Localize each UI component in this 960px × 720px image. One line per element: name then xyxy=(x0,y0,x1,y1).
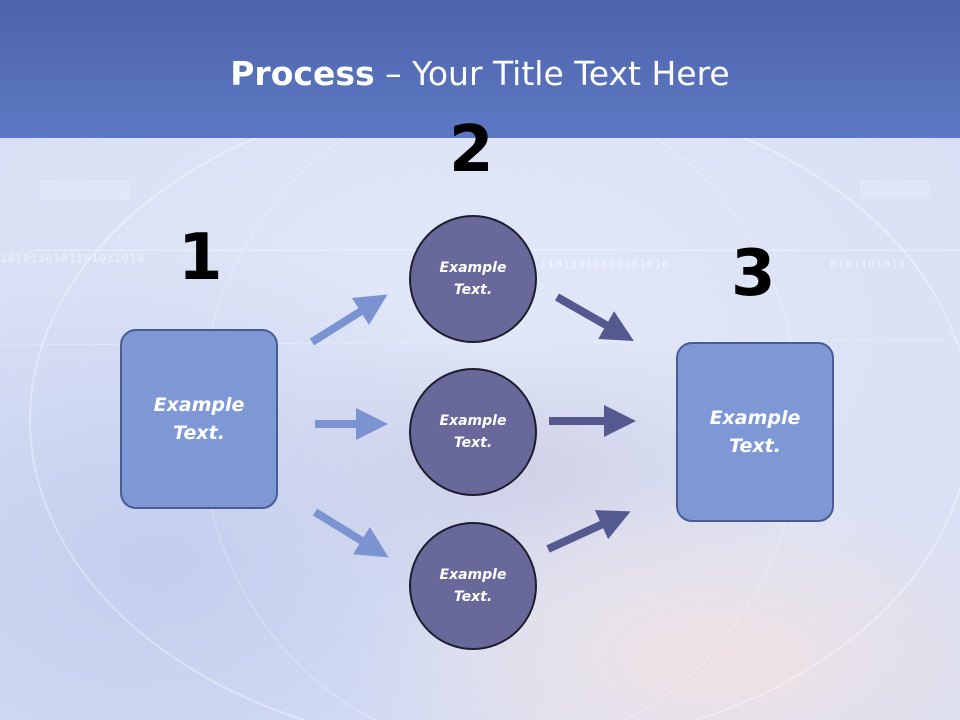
binary-text-far: 0101101011 xyxy=(830,258,907,271)
circle-middle-text: Example Text. xyxy=(439,412,507,451)
step-3-box: Example Text. xyxy=(676,342,834,522)
step-2-circle-bottom: Example Text. xyxy=(409,522,537,650)
arrow-from-top-circle xyxy=(555,293,634,341)
arrow-to-top-circle xyxy=(309,294,388,346)
step-1-box: Example Text. xyxy=(120,329,278,509)
title-bold: Process xyxy=(230,54,375,93)
step-2-circle-top: Example Text. xyxy=(409,215,537,343)
binary-text-right: 11011010101101010 xyxy=(540,258,670,271)
step-3-box-text: Example Text. xyxy=(709,406,801,458)
circle-top-text: Example Text. xyxy=(439,259,507,298)
slide-title: Process – Your Title Text Here xyxy=(0,54,960,93)
circle-bottom-text: Example Text. xyxy=(439,566,507,605)
title-bar xyxy=(0,0,960,138)
binary-text-left: 1010110101101011010 xyxy=(0,252,145,265)
step-2-circle-middle: Example Text. xyxy=(409,368,537,496)
title-rest: – Your Title Text Here xyxy=(374,54,730,93)
step-number-2: 2 xyxy=(449,113,494,187)
step-1-box-text: Example Text. xyxy=(153,393,245,445)
arrow-to-bottom-circle xyxy=(312,508,389,558)
step-number-3: 3 xyxy=(731,237,776,311)
arrow-from-bottom-circle xyxy=(546,510,631,553)
step-number-1: 1 xyxy=(178,221,223,295)
